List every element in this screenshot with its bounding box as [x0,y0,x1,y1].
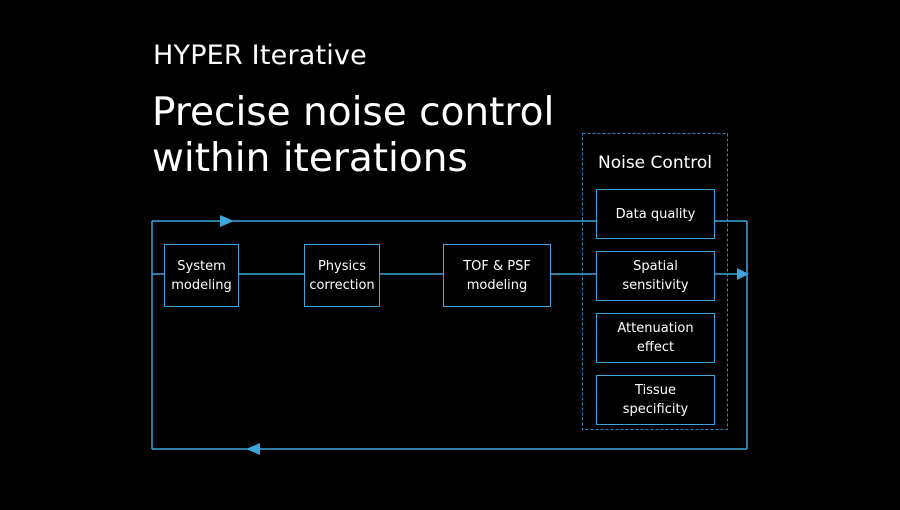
noise-control-item-attenuation-effect: Attenuation effect [596,313,715,363]
noise-control-item-label: effect [636,340,675,355]
headline-line-1: Precise noise control [152,90,555,135]
noise-control-item-tissue-specificity: Tissue specificity [596,375,715,425]
noise-control-item-label: Data quality [615,206,696,222]
tof-psf-modeling-label-2: modeling [466,277,528,293]
headline-line-2: within iterations [152,136,468,181]
noise-control-item-label: Spatial [633,259,678,274]
noise-control-item-label: specificity [622,402,689,417]
noise-control-item-label: Attenuation [617,321,694,336]
physics-correction-label-1: Physics [317,258,367,274]
system-modeling-box: System modeling [164,244,239,307]
top-arrow-icon [220,215,234,227]
noise-control-container [582,133,728,430]
bottom-arrow-icon [246,443,260,455]
subtitle: HYPER Iterative [153,40,367,71]
noise-control-title: Noise Control [597,153,712,173]
noise-control-item-label: Tissue [635,383,676,398]
tof-psf-modeling-label-1: TOF & PSF [463,258,531,274]
right-arrow-icon [737,268,749,280]
physics-correction-box: Physics correction [304,244,380,307]
noise-control-item-spatial-sensitivity: Spatial sensitivity [596,251,715,301]
physics-correction-label-2: correction [309,277,375,293]
noise-control-item-data-quality: Data quality [596,189,715,239]
tof-psf-modeling-box: TOF & PSF modeling [443,244,551,307]
page-title: Precise noise control within iterations [152,90,554,182]
system-modeling-label-1: System [177,258,226,274]
system-modeling-label-2: modeling [171,277,232,293]
noise-control-item-label: sensitivity [622,278,689,293]
